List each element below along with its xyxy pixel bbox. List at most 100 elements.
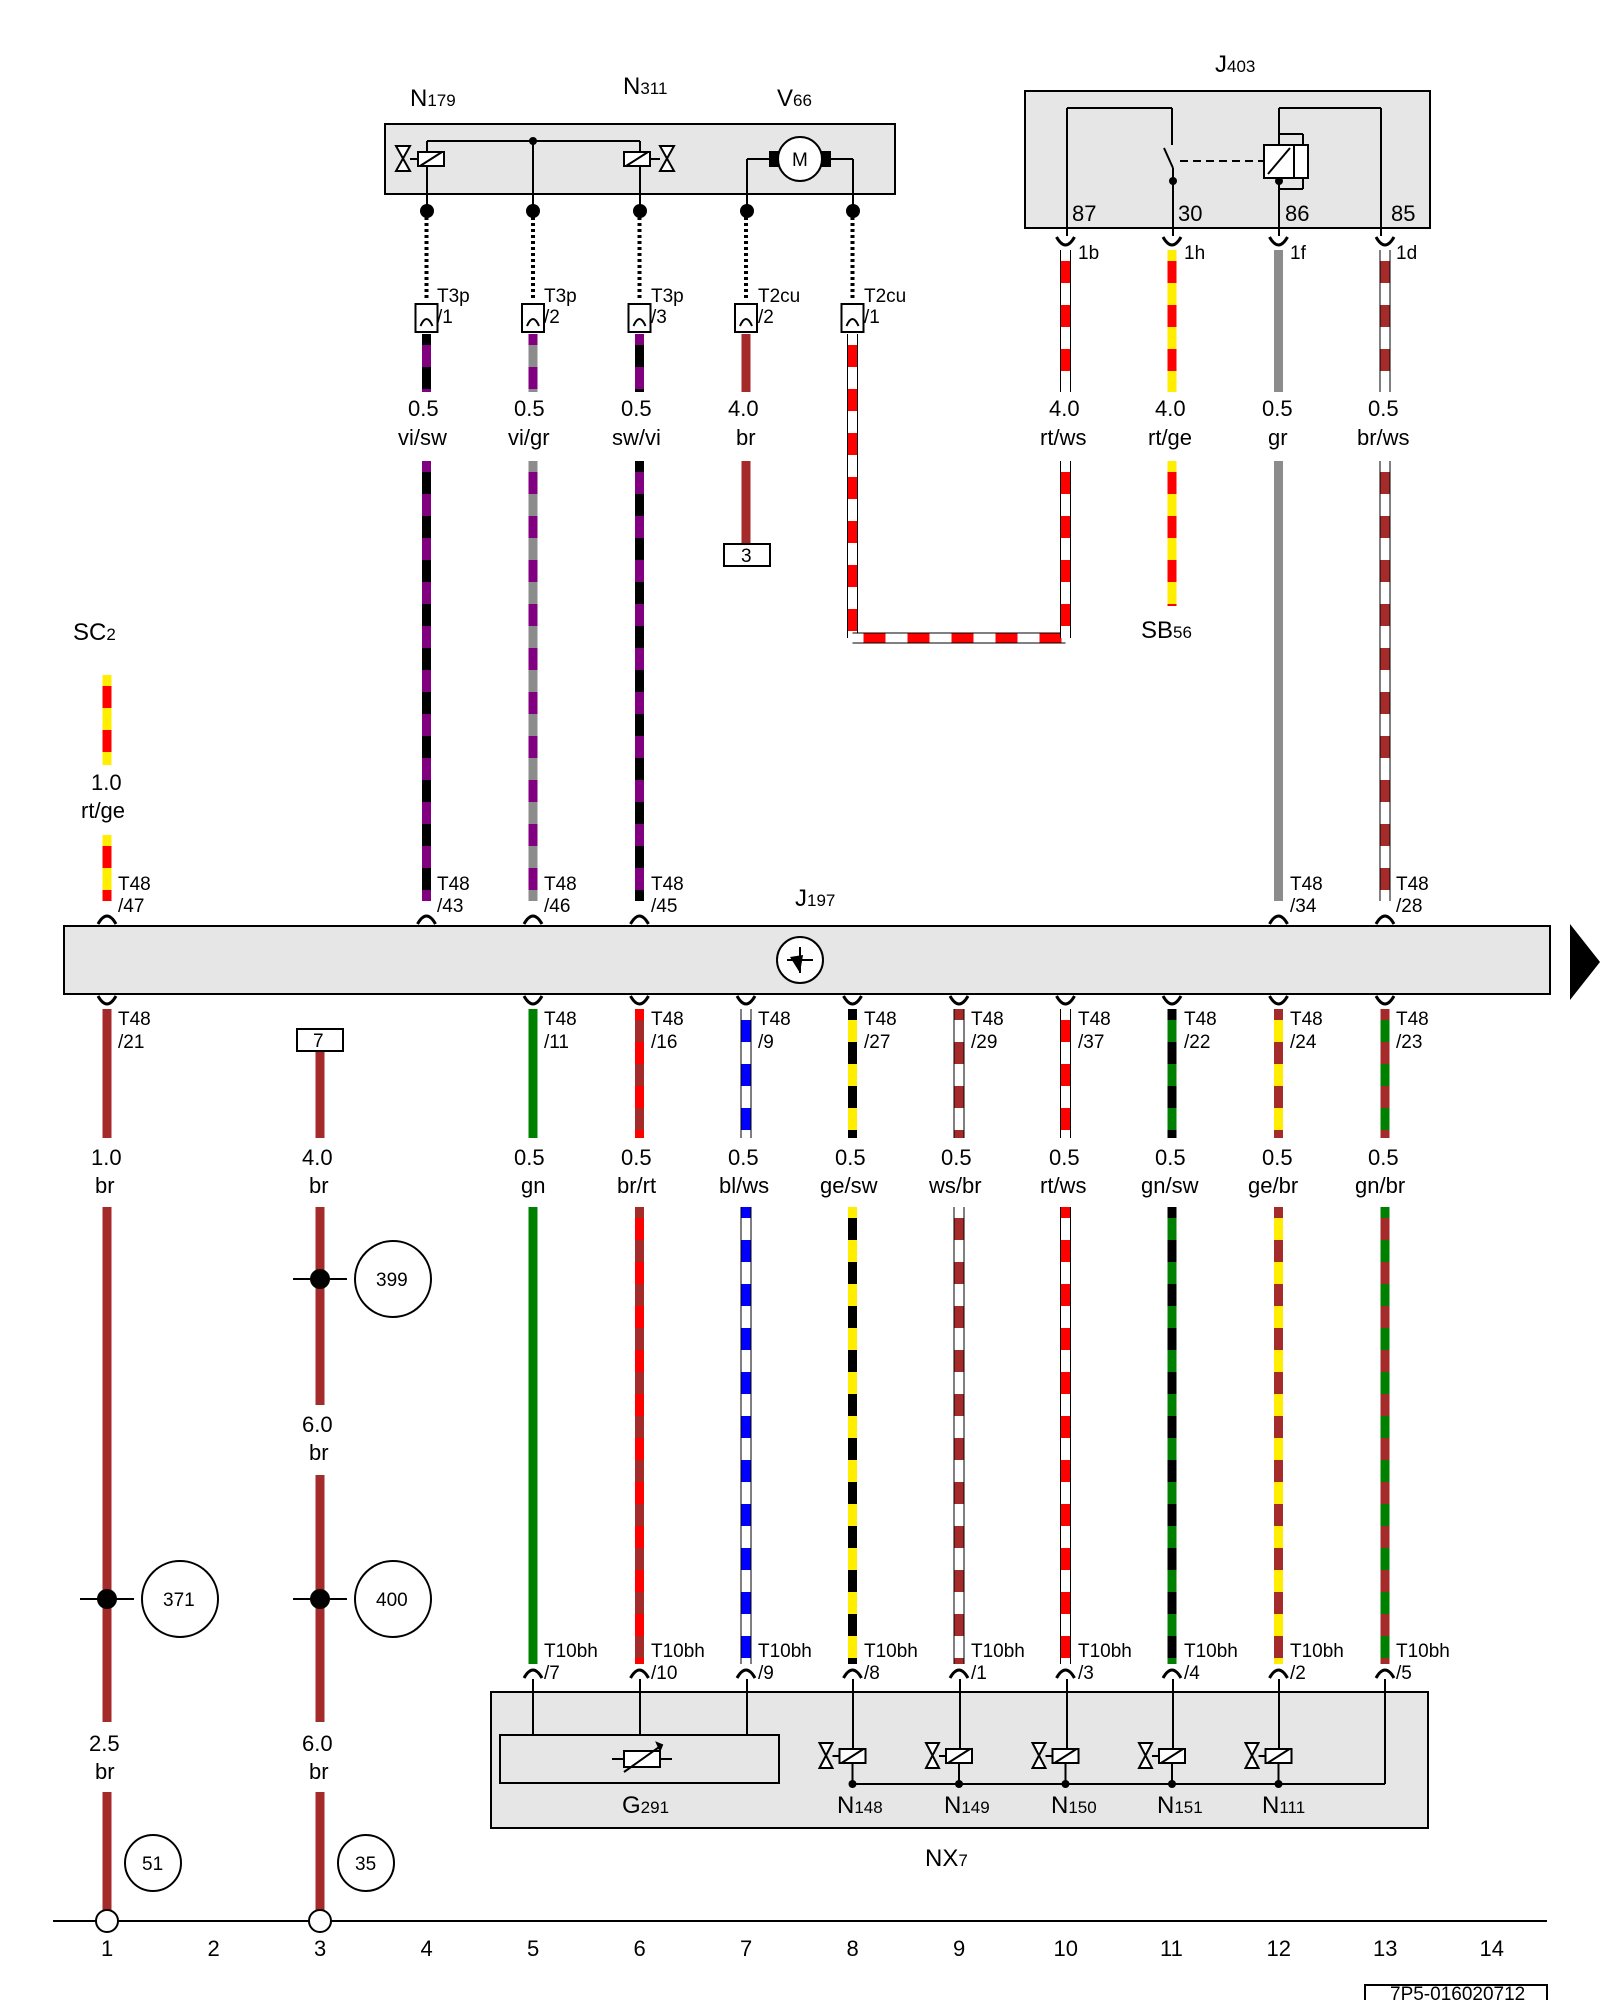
valve-nx7-col12 bbox=[1243, 1742, 1293, 1788]
svg-text:T48: T48 bbox=[1078, 1009, 1111, 1030]
connector-j197-bottom-col6 bbox=[629, 995, 650, 1006]
j197-bottom-labels: T48 /21 T48 /11 T48 /16 T48 /9 T48 /27 T… bbox=[91, 1009, 1429, 1198]
svg-text:371: 371 bbox=[163, 1590, 195, 1611]
svg-text:/4: /4 bbox=[1184, 1663, 1200, 1684]
relay-dots bbox=[1169, 177, 1283, 185]
svg-text:/11: /11 bbox=[544, 1032, 569, 1053]
svg-text:br/ws: br/ws bbox=[1357, 425, 1410, 450]
svg-text:7: 7 bbox=[313, 1031, 324, 1052]
svg-text:1b: 1b bbox=[1078, 243, 1099, 264]
connector-relay-col13 bbox=[1374, 236, 1396, 247]
ruler-tick-9: 9 bbox=[953, 1936, 965, 1961]
svg-text:1.0: 1.0 bbox=[91, 770, 122, 795]
wires bbox=[80, 211, 1396, 1910]
svg-text:/28: /28 bbox=[1396, 896, 1422, 917]
svg-text:0.5: 0.5 bbox=[1155, 1145, 1186, 1170]
svg-text:br: br bbox=[309, 1173, 329, 1198]
connector-j197-top-col1 bbox=[96, 914, 118, 925]
svg-text:87: 87 bbox=[1072, 201, 1096, 226]
svg-text:gn/sw: gn/sw bbox=[1141, 1173, 1199, 1198]
label-sb56: SB56 bbox=[1141, 617, 1192, 644]
svg-text:4.0: 4.0 bbox=[1049, 396, 1080, 421]
svg-text:/37: /37 bbox=[1078, 1032, 1104, 1053]
svg-text:T3p: T3p bbox=[651, 286, 684, 307]
svg-text:/2: /2 bbox=[544, 307, 560, 328]
label-n179: N179 bbox=[410, 85, 456, 112]
connector-nx7-col6 bbox=[629, 1668, 650, 1679]
connector-nx7-col10 bbox=[1055, 1668, 1076, 1679]
svg-text:T48: T48 bbox=[1184, 1009, 1217, 1030]
connector-nx7-col11 bbox=[1161, 1668, 1183, 1679]
svg-text:T10bh: T10bh bbox=[1184, 1641, 1238, 1662]
svg-text:4.0: 4.0 bbox=[728, 396, 759, 421]
circle-refs: 399 371 400 51 35 bbox=[124, 1240, 432, 1892]
wire-relay-upper-col10 bbox=[1060, 250, 1071, 392]
svg-text:0.5: 0.5 bbox=[1368, 396, 1399, 421]
valve-housing-internal bbox=[394, 136, 854, 211]
svg-text:0.5: 0.5 bbox=[835, 1145, 866, 1170]
connector-j197-top-col13 bbox=[1374, 914, 1396, 925]
svg-text:T48: T48 bbox=[1396, 1009, 1429, 1030]
ruler-tick-11: 11 bbox=[1160, 1936, 1183, 1961]
svg-text:T2cu: T2cu bbox=[864, 286, 906, 307]
ref-box-col7: 3 bbox=[723, 543, 771, 567]
ruler-tick-14: 14 bbox=[1480, 1936, 1504, 1961]
svg-text:0.5: 0.5 bbox=[514, 1145, 545, 1170]
svg-text:0.5: 0.5 bbox=[621, 396, 652, 421]
connector-top-col8 bbox=[840, 303, 865, 333]
ruler-tick-4: 4 bbox=[421, 1936, 433, 1961]
ruler-tick-5: 5 bbox=[527, 1936, 539, 1961]
svg-text:/1: /1 bbox=[864, 307, 880, 328]
svg-text:85: 85 bbox=[1391, 201, 1415, 226]
svg-text:0.5: 0.5 bbox=[1262, 396, 1293, 421]
svg-text:1.0: 1.0 bbox=[91, 1145, 122, 1170]
svg-text:/1: /1 bbox=[971, 1663, 987, 1684]
svg-text:35: 35 bbox=[355, 1854, 376, 1875]
label-sc2: SC2 bbox=[73, 619, 116, 646]
connector-nx7-col13 bbox=[1374, 1668, 1396, 1679]
ruler-tick-10: 10 bbox=[1054, 1936, 1078, 1961]
svg-text:6.0: 6.0 bbox=[302, 1412, 333, 1437]
svg-text:T48: T48 bbox=[758, 1009, 791, 1030]
circle-ref-400: 400 bbox=[354, 1560, 432, 1638]
svg-text:/23: /23 bbox=[1396, 1032, 1422, 1053]
svg-text:/3: /3 bbox=[651, 307, 667, 328]
svg-text:0.5: 0.5 bbox=[728, 1145, 759, 1170]
connector-nx7-col8 bbox=[842, 1668, 863, 1679]
svg-text:/29: /29 bbox=[971, 1032, 997, 1053]
svg-text:T10bh: T10bh bbox=[1290, 1641, 1344, 1662]
connector-top-col7 bbox=[734, 303, 758, 333]
svg-text:vi/gr: vi/gr bbox=[508, 425, 550, 450]
svg-text:rt/ws: rt/ws bbox=[1040, 425, 1086, 450]
circle-ref-51: 51 bbox=[124, 1834, 182, 1892]
svg-text:gn: gn bbox=[521, 1173, 545, 1198]
j197-top-pin-labels: T48 /47 T48 /43 T48 /46 T48 /45 T48 /34 … bbox=[118, 874, 1429, 917]
svg-text:/45: /45 bbox=[651, 896, 677, 917]
wire-bottom-upper-col9 bbox=[953, 1009, 965, 1138]
valve-nx7-col9 bbox=[924, 1742, 973, 1788]
svg-text:T48: T48 bbox=[1290, 874, 1323, 895]
connector-top-col5 bbox=[521, 303, 545, 333]
svg-text:T48: T48 bbox=[118, 874, 151, 895]
svg-text:T48: T48 bbox=[971, 1009, 1004, 1030]
svg-text:br/rt: br/rt bbox=[617, 1173, 656, 1198]
connector-j197-bottom-col13 bbox=[1374, 995, 1396, 1006]
svg-text:400: 400 bbox=[376, 1590, 408, 1611]
motor-m-symbol: M bbox=[792, 150, 808, 171]
svg-text:/43: /43 bbox=[437, 896, 463, 917]
splice-400 bbox=[293, 1589, 347, 1609]
svg-text:T10bh: T10bh bbox=[1078, 1641, 1132, 1662]
label-g291: G291 bbox=[622, 1792, 669, 1819]
svg-text:3: 3 bbox=[741, 546, 752, 567]
connector-j197-top-col5 bbox=[522, 914, 544, 925]
svg-text:T10bh: T10bh bbox=[544, 1641, 598, 1662]
svg-text:rt/ge: rt/ge bbox=[1148, 425, 1192, 450]
valve-nx7-col11 bbox=[1137, 1742, 1186, 1788]
svg-text:0.5: 0.5 bbox=[621, 1145, 652, 1170]
ruler-tick-1: 1 bbox=[101, 1936, 113, 1961]
svg-text:/22: /22 bbox=[1184, 1032, 1210, 1053]
ruler-tick-2: 2 bbox=[208, 1936, 220, 1961]
svg-text:/16: /16 bbox=[651, 1032, 677, 1053]
svg-text:1d: 1d bbox=[1396, 243, 1417, 264]
svg-text:/10: /10 bbox=[651, 1663, 677, 1684]
